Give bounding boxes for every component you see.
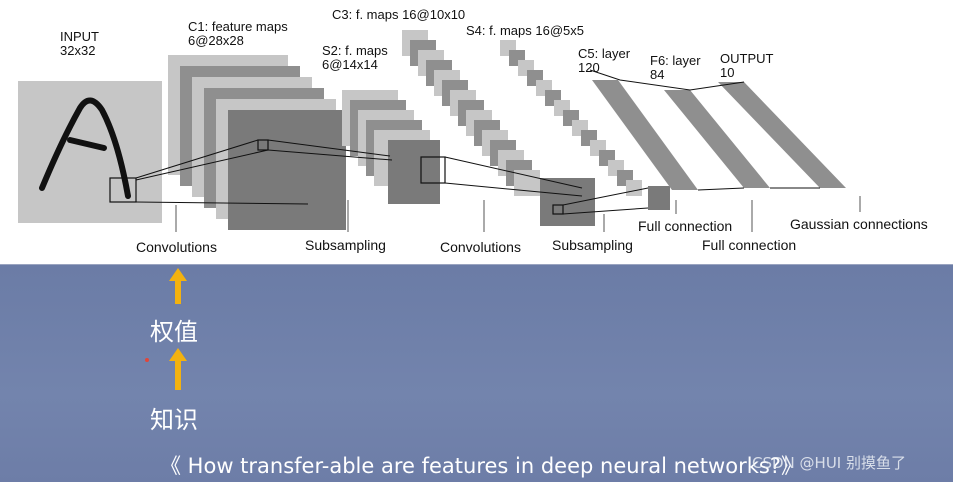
c1-layer-label: C1: feature maps 6@28x28 — [188, 19, 288, 48]
c5-layer-label: C5: layer 120 — [578, 46, 631, 75]
pointer-dot-icon — [145, 358, 149, 362]
input-receptive-field — [109, 177, 137, 203]
lenet-diagram-panel: INPUT 32x32 C1: feature maps 6@28x28 S2:… — [0, 0, 953, 265]
input-layer-label: INPUT 32x32 — [60, 29, 99, 58]
s2-layer-label: S2: f. maps 6@14x14 — [322, 43, 388, 72]
s4-layer-label: S4: f. maps 16@5x5 — [466, 23, 584, 38]
subsampling-1-label: Subsampling — [305, 237, 386, 253]
c3-layer-label: C3: f. maps 16@10x10 — [332, 7, 466, 22]
subsampling-2-label: Subsampling — [552, 237, 633, 253]
handwritten-a-glyph — [39, 97, 131, 199]
paper-title-caption: 《 How transfer-able are features in deep… — [160, 454, 802, 478]
s2-feature-maps — [342, 90, 440, 204]
c5-layer — [592, 80, 698, 190]
s4-feature-maps — [500, 40, 670, 210]
c1-feature-maps — [168, 55, 346, 230]
full-connection-1-label: Full connection — [638, 218, 733, 234]
input-image — [18, 81, 162, 223]
f6-layer-label: F6: layer 84 — [650, 53, 701, 82]
weights-label: 权值 — [150, 318, 198, 346]
knowledge-label: 知识 — [150, 406, 198, 434]
gaussian-connections-label: Gaussian connections — [790, 216, 928, 232]
csdn-watermark: CSDN @HUI 别摸鱼了 — [752, 454, 906, 472]
output-layer-label: OUTPUT 10 — [720, 51, 774, 80]
lenet-architecture-diagram — [18, 30, 861, 232]
f6-layer — [664, 90, 770, 188]
full-connection-2-label: Full connection — [702, 237, 797, 253]
slide-lower-area — [0, 265, 953, 482]
output-layer — [718, 82, 846, 188]
convolutions-1-label: Convolutions — [136, 239, 217, 255]
upward-arrow-icon — [169, 268, 187, 304]
upward-arrow-icon-2 — [169, 348, 187, 390]
convolutions-2-label: Convolutions — [440, 239, 521, 255]
